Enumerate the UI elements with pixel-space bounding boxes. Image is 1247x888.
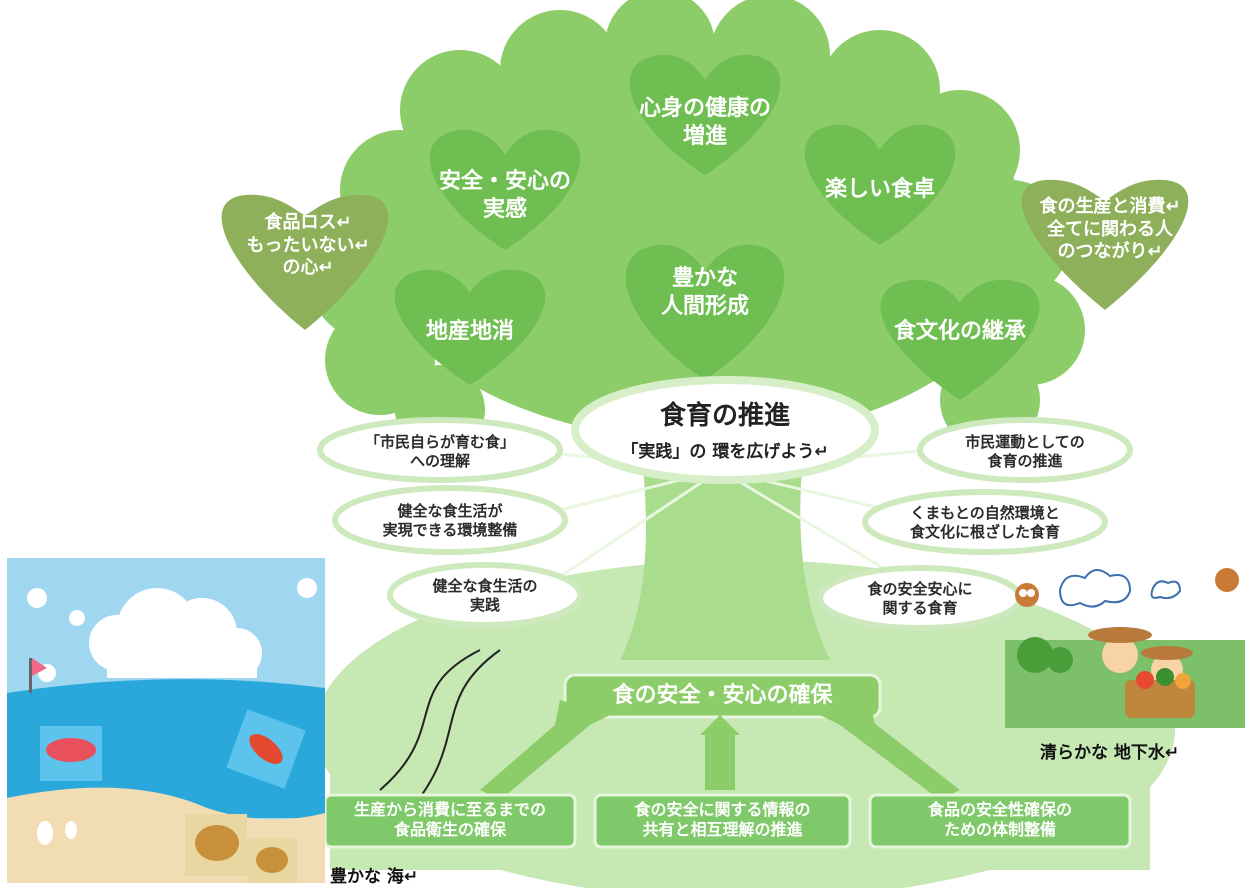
- flag-icon: [32, 658, 47, 676]
- heart-table: 楽しい食卓: [824, 177, 935, 202]
- box-info-text: 食の安全に関する情報の 共有と相互理解の推進: [634, 800, 811, 839]
- bird-small-icon: [1015, 583, 1039, 607]
- oval-movement: [917, 417, 1133, 483]
- side-heart-right-text: 食の生産と消費↵ 全てに関わる人 のつながり↵: [1039, 196, 1181, 262]
- box-system: [868, 793, 1132, 849]
- heart-safety: 安全・安心の 実感: [438, 169, 571, 222]
- heart-humanity: 豊かな 人間形成: [660, 266, 749, 319]
- side-heart-left: [221, 194, 389, 330]
- oval-environment: [332, 485, 568, 555]
- oval-kumamoto: [862, 489, 1108, 555]
- heart-local: 地産地消: [425, 319, 514, 344]
- oval-citizen: [317, 417, 563, 483]
- cloud-shape: [27, 578, 317, 682]
- center-title: 食育の推進: [659, 401, 790, 431]
- farmers-illustration: [1005, 568, 1245, 728]
- caption-sea: 豊かな 海↵: [330, 867, 419, 887]
- center-subtitle: 「実践」の 環を広げよう↵: [621, 442, 829, 462]
- tree-icon: [1017, 637, 1053, 673]
- side-heart-right: [1021, 179, 1189, 310]
- clam-icon: [195, 825, 239, 861]
- box-hygiene-text: 生産から消費に至るまでの 食品衛生の確保: [353, 800, 546, 839]
- box-info: [593, 793, 852, 849]
- shrimp-icon: [249, 734, 283, 764]
- streams: [379, 649, 501, 811]
- oval-movement-text: 市民運動としての 食育の推進: [965, 433, 1085, 470]
- clam-small-icon: [256, 847, 288, 873]
- box-system-text: 食品の安全性確保の ための体制整備: [927, 800, 1072, 839]
- caption-water: 清らかな 地下水↵: [1040, 743, 1180, 763]
- oval-kumamoto-text: くまもとの自然環境と 食文化に根ざした食育: [909, 504, 1060, 541]
- box-hygiene: [323, 793, 577, 849]
- oval-practice: [387, 562, 583, 628]
- oval-environment-text: 健全な食生活が 実現できる環境整備: [382, 502, 518, 539]
- farmer-icon: [1102, 637, 1138, 673]
- heart-culture: 食文化の継承: [893, 319, 1026, 344]
- trunk: [620, 440, 830, 660]
- side-heart-left-text: 食品ロス↵ もったいない↵ の心↵: [246, 212, 370, 278]
- heart-health: 心身の健康の 増進: [638, 96, 771, 149]
- cloud-icon: [1058, 569, 1182, 608]
- oval-safety-edu-text: 食の安全安心に 関する食育: [867, 580, 973, 617]
- shell-small-icon: [65, 821, 77, 839]
- oval-practice-text: 健全な食生活の 実践: [432, 577, 538, 614]
- basket-icon: [1125, 680, 1195, 718]
- shell-icon: [37, 821, 53, 845]
- sea-illustration: [7, 558, 325, 883]
- bird-icon: [1215, 568, 1239, 592]
- fish-icon: [46, 738, 96, 762]
- ground-title: 食の安全・安心の確保: [612, 683, 833, 708]
- oval-citizen-text: 「市民自らが育む食」 への理解: [364, 433, 515, 470]
- center-ellipse: [571, 376, 879, 484]
- ground-title-box: [563, 673, 882, 719]
- arrows: [480, 700, 960, 800]
- canopy-hearts: [394, 54, 1040, 400]
